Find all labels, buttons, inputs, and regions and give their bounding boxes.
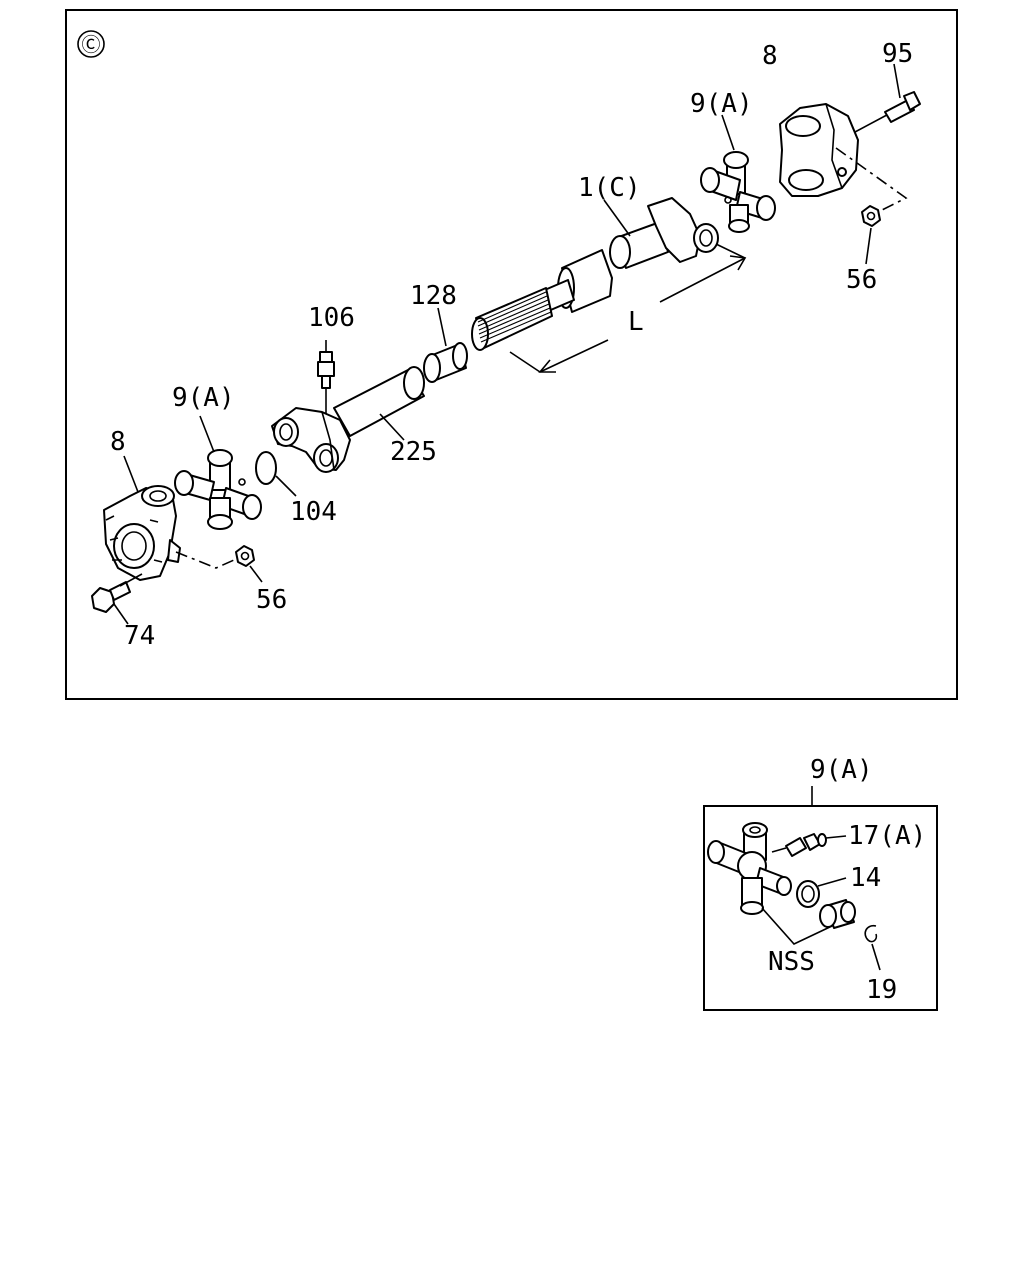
detail-bearing-cup (819, 899, 856, 929)
dust-seal (423, 307, 468, 383)
detail-grease-nipple (771, 833, 847, 857)
detail-view: 9(A) (703, 755, 938, 1011)
nut-right (861, 205, 881, 265)
spider-left (174, 415, 262, 530)
view-symbol: Ⓒ (81, 34, 100, 56)
label-seal: 128 (410, 281, 457, 311)
label-assembly-note: NSS (768, 947, 815, 977)
bolt-right (854, 63, 921, 133)
label-grease-nipple: 17(A) (848, 821, 926, 851)
mount-line-right (835, 147, 908, 215)
nut-left (235, 545, 263, 583)
tube-yoke (271, 407, 351, 473)
label-bearing-seal: 14 (850, 863, 881, 893)
label-snap-ring: 19 (866, 975, 897, 1005)
label-nut-right: 56 (846, 265, 877, 295)
flange-yoke-left (103, 455, 181, 581)
grease-fitting (317, 340, 335, 414)
label-nut-left: 56 (256, 585, 287, 615)
label-spider-right: 9(A) (690, 89, 753, 119)
view-symbol-circle (77, 30, 105, 58)
main-view-frame (65, 9, 958, 700)
plug (255, 451, 297, 497)
spider-right (700, 114, 776, 233)
nss-leader (761, 907, 833, 945)
label-grease-fitting: 106 (308, 303, 355, 333)
detail-view-frame (703, 805, 938, 1011)
flange-yoke-right (779, 103, 859, 197)
detail-snap-ring (864, 924, 881, 971)
mount-line-left (175, 551, 235, 569)
label-yoke-left: 8 (110, 427, 126, 457)
main-view: Ⓒ (65, 9, 958, 700)
detail-bearing-seal (796, 877, 847, 908)
label-bolt-right: 95 (882, 39, 913, 69)
label-spider-left: 9(A) (172, 383, 235, 413)
label-yoke-right: 8 (762, 41, 778, 71)
detail-title: 9(A) (810, 755, 873, 785)
length-dimension (509, 243, 747, 373)
slip-yoke (603, 197, 719, 269)
splined-shaft (471, 249, 613, 351)
spline-teeth (477, 291, 552, 343)
label-bolt-left: 74 (124, 621, 155, 651)
label-plug: 104 (290, 497, 337, 527)
label-length: L (628, 307, 644, 337)
tube (333, 366, 425, 441)
detail-spider (707, 822, 792, 915)
label-tube: 225 (390, 437, 437, 467)
label-slip-yoke: 1(C) (578, 173, 641, 203)
bolt-left (91, 573, 143, 625)
